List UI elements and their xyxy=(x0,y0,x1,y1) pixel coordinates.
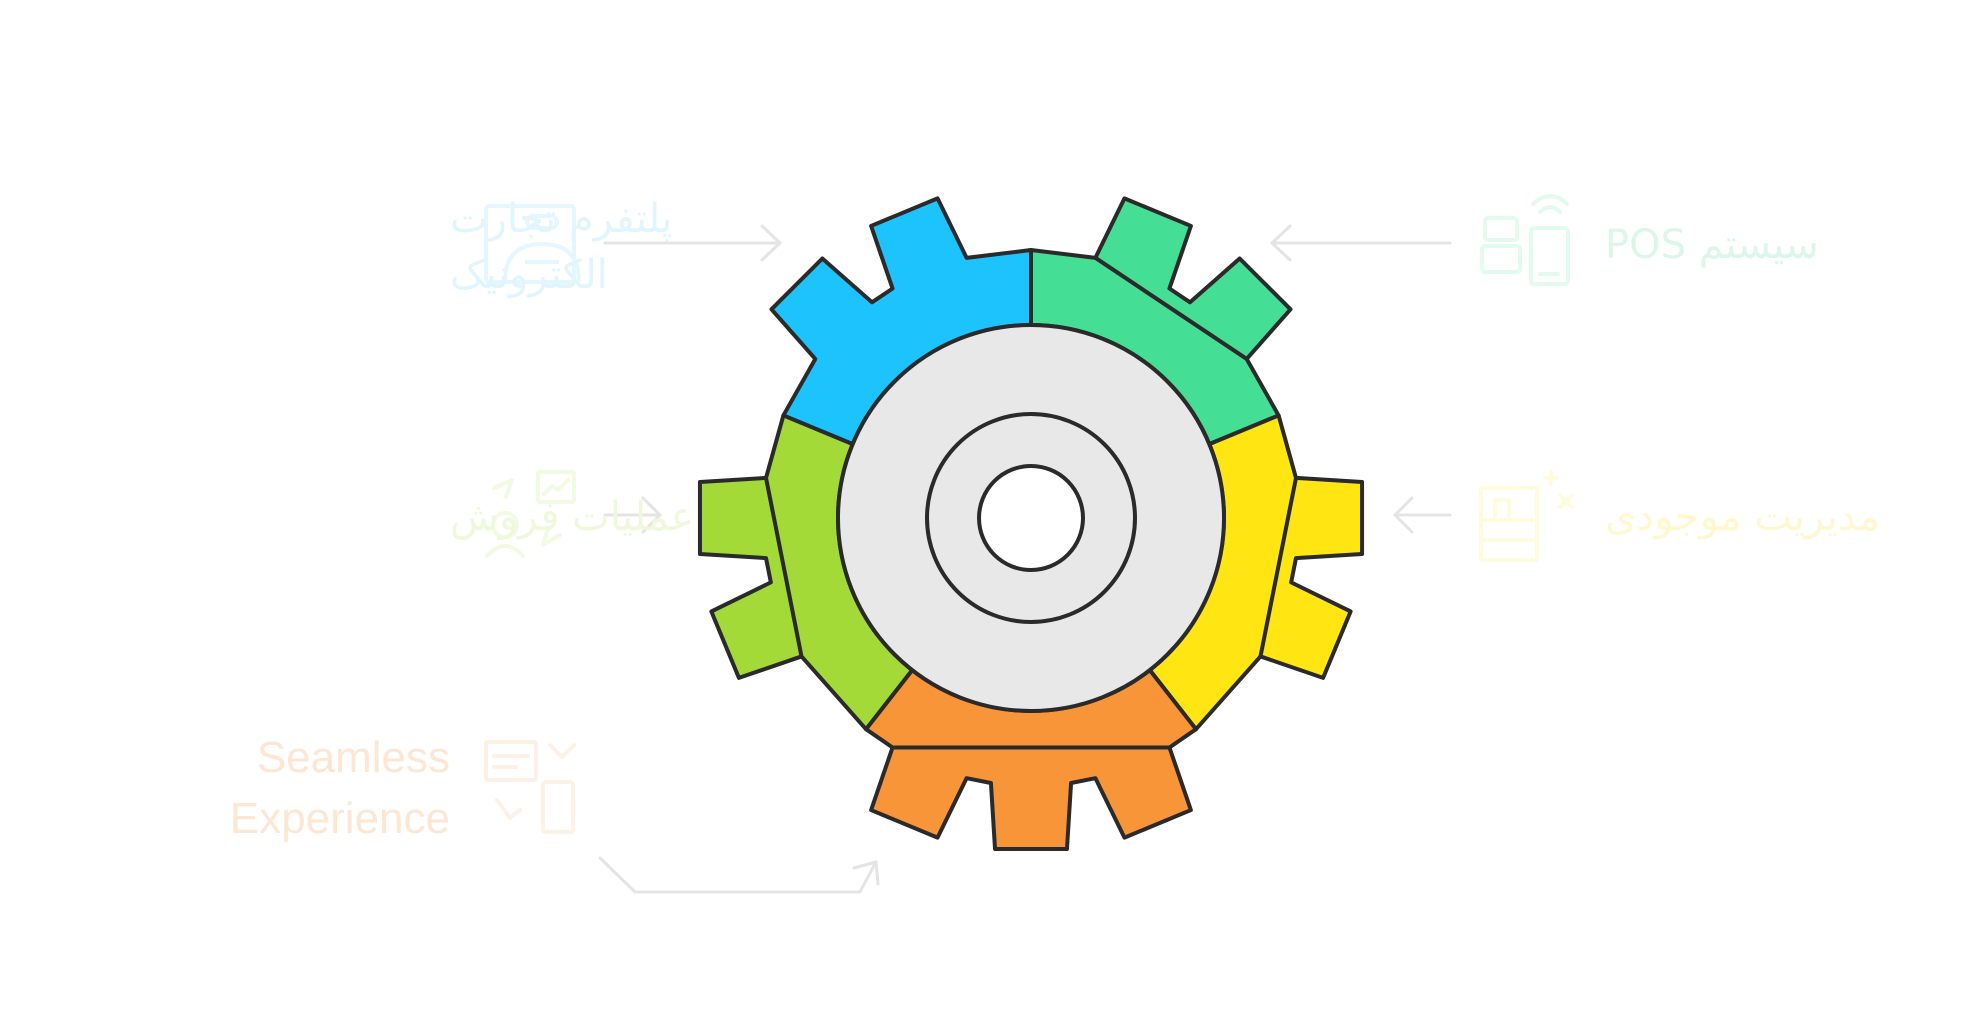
arrow-sales xyxy=(603,496,662,534)
label-ecommerce-line1: پلتفرم تجارت xyxy=(450,196,672,242)
inventory-shelf-icon xyxy=(1479,470,1574,562)
label-sales: عملیات فروش xyxy=(450,494,694,540)
label-inventory: مدیریت موجودی xyxy=(1605,494,1880,540)
arrow-pos xyxy=(1270,224,1452,262)
arrow-ecommerce xyxy=(603,224,782,262)
gear-axle-hole xyxy=(977,464,1085,572)
gear xyxy=(697,196,1365,852)
connector-arrows xyxy=(598,224,1452,894)
arrow-inventory xyxy=(1393,496,1452,534)
label-pos: POS سیستم xyxy=(1605,222,1819,268)
label-seamless-line1: Seamless xyxy=(257,733,450,782)
online-shop-icon xyxy=(484,204,581,284)
sales-analytics-icon xyxy=(485,470,576,558)
arrow-seamless xyxy=(598,856,880,894)
pos-terminal-icon xyxy=(1480,194,1570,286)
label-seamless-line2: Experience xyxy=(230,794,450,843)
label-ecommerce-line2: الکترونیک xyxy=(450,252,608,298)
omnichannel-sync-icon xyxy=(484,740,576,834)
